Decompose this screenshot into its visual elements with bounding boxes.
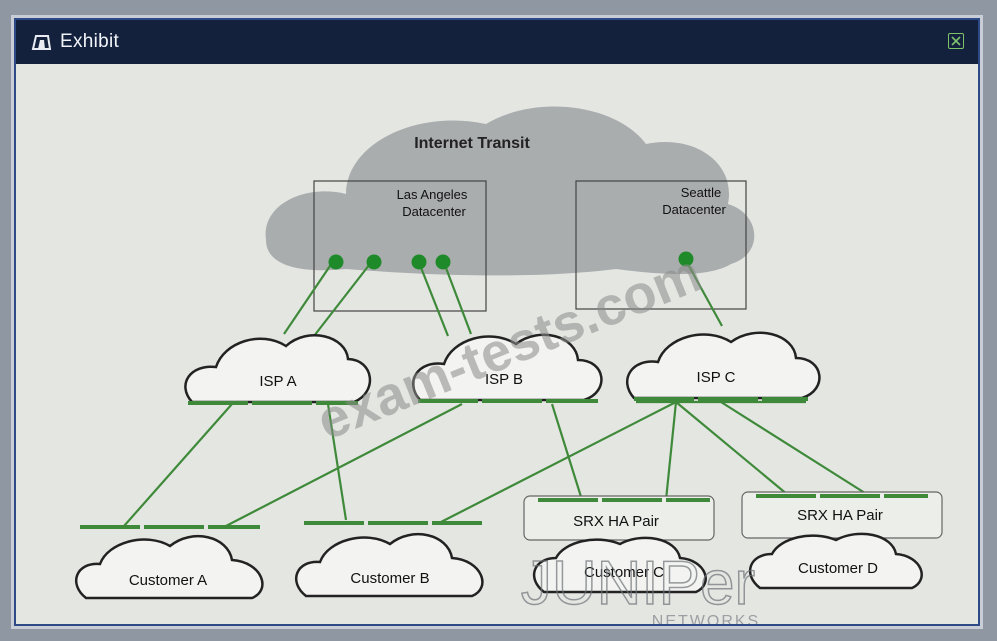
seattle-datacenter-label-2: Datacenter [662, 202, 726, 217]
isp-c-cloud [626, 331, 821, 400]
customer-a-cloud [75, 534, 264, 600]
seattle-datacenter-label-1: Seattle [681, 185, 721, 200]
link-ispc-custb [440, 401, 677, 523]
link-la1-ispa [283, 259, 335, 335]
srx-ha-pair-d-label: SRX HA Pair [797, 507, 883, 524]
customer-interface-bars [80, 521, 482, 529]
isp-b-cloud [412, 333, 603, 402]
seattle-port-1 [678, 251, 694, 267]
isp-b-label: ISP B [485, 371, 523, 388]
customer-b-label: Customer B [350, 570, 429, 587]
link-ispa-custa [123, 403, 233, 527]
customer-b-cloud [295, 532, 484, 598]
link-la2-ispa [313, 259, 374, 337]
close-button[interactable] [948, 33, 964, 49]
network-links [123, 256, 877, 527]
isp-interface-bars [188, 397, 808, 405]
seattle-datacenter-box [575, 180, 747, 310]
la-port-2 [366, 254, 382, 270]
la-port-1 [328, 254, 344, 270]
link-la4-ispb [441, 259, 473, 335]
srx-ha-pair-c-label: SRX HA Pair [573, 513, 659, 530]
link-la3-ispb [416, 259, 450, 337]
datacenter-ports [328, 251, 694, 270]
isp-a-label: ISP A [259, 373, 296, 390]
la-datacenter-label-2: Datacenter [402, 204, 466, 219]
srx-interface-bars [538, 494, 928, 502]
title-bar: Exhibit [16, 20, 978, 64]
diagram-canvas: Internet Transit Las Angeles Datacenter … [16, 64, 978, 630]
isp-c-label: ISP C [697, 369, 736, 386]
customer-c-label: Customer C [584, 564, 664, 581]
isp-a-cloud [184, 334, 371, 404]
customer-a-label: Customer A [129, 572, 207, 589]
los-angeles-datacenter-box [313, 180, 487, 312]
juniper-watermark: JUNIPer [521, 549, 755, 618]
exhibit-icon [30, 32, 52, 52]
window-title: Exhibit [60, 31, 120, 52]
close-icon [951, 36, 961, 46]
link-sea-ispc [683, 256, 723, 327]
link-ispc-srxd1 [675, 401, 795, 501]
customer-d-cloud [748, 532, 923, 590]
link-ispb-custa [225, 403, 463, 527]
link-ispb-srxc [550, 403, 584, 501]
link-ispc-srxc [664, 401, 678, 501]
link-ispc-srxd2 [720, 401, 877, 501]
link-ispa-custb [326, 403, 348, 521]
customer-c-cloud [532, 536, 707, 594]
la-port-4 [435, 254, 451, 270]
srx-ha-pair-c-box [523, 495, 715, 541]
customer-d-label: Customer D [798, 560, 878, 577]
juniper-networks-watermark: NETWORKS [652, 613, 760, 624]
la-port-3 [411, 254, 427, 270]
internet-transit-cloud [265, 106, 755, 276]
la-datacenter-label-1: Las Angeles [397, 187, 468, 202]
internet-transit-label: Internet Transit [414, 135, 530, 152]
exhibit-window: Exhibit Internet Transit Las Angeles Dat… [14, 18, 980, 630]
